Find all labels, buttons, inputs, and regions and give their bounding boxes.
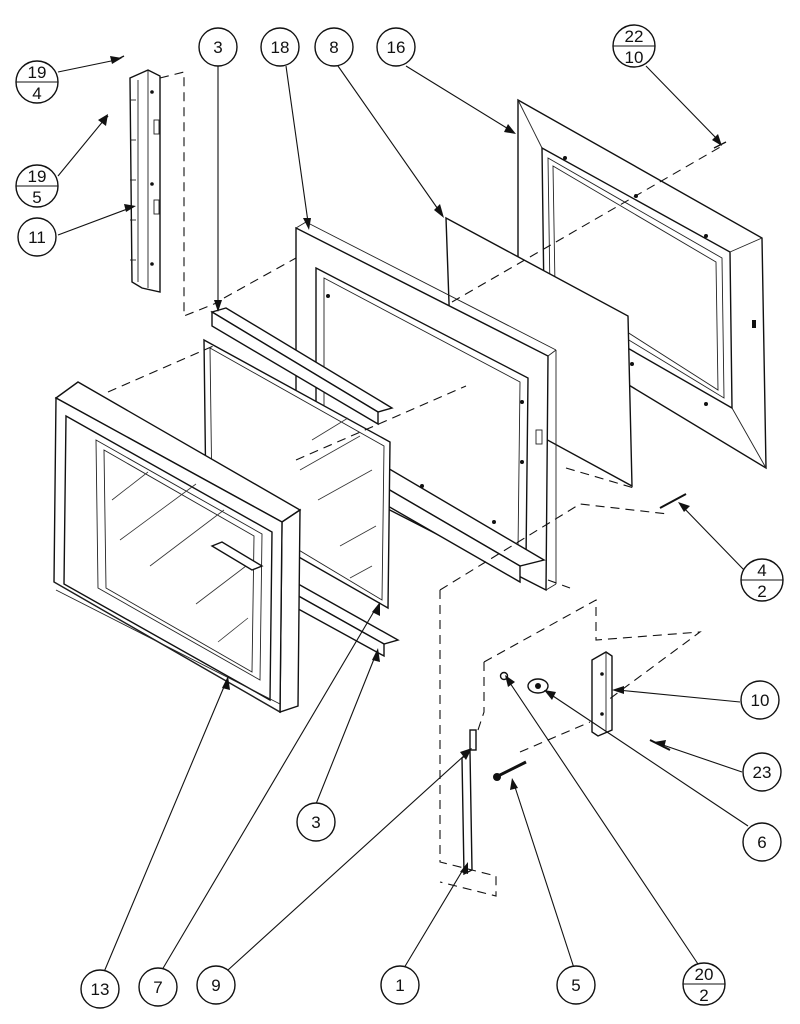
part-3-upper-spacer xyxy=(210,307,394,426)
callout-22-10: 22 10 xyxy=(612,24,656,68)
callout-20-2: 20 2 xyxy=(682,962,726,1006)
callout-7-label: 7 xyxy=(153,978,162,997)
part-13-front-frame xyxy=(53,381,302,714)
callout-16: 16 xyxy=(376,27,416,67)
callout-19-4-num: 19 xyxy=(28,63,47,82)
callout-4-2: 4 2 xyxy=(740,558,784,602)
callout-20-2-den: 2 xyxy=(699,986,708,1005)
callout-3-top-label: 3 xyxy=(213,38,222,57)
callout-19-5-den: 5 xyxy=(32,188,41,207)
callout-6: 6 xyxy=(742,822,782,862)
part-6-latch-pivot xyxy=(527,678,549,694)
callout-3-bottom: 3 xyxy=(296,802,336,842)
callout-16-label: 16 xyxy=(387,38,406,57)
callout-9: 9 xyxy=(196,965,236,1005)
callout-20-2-num: 20 xyxy=(695,965,714,984)
callout-1-label: 1 xyxy=(395,976,404,995)
part-7-glass xyxy=(203,338,391,610)
callout-22-10-num: 22 xyxy=(625,27,644,46)
callout-8: 8 xyxy=(314,27,354,67)
leader-lines xyxy=(57,56,749,973)
callout-19-4-den: 4 xyxy=(32,84,41,103)
callout-4-2-num: 4 xyxy=(757,561,766,580)
callout-19-5: 19 5 xyxy=(15,164,59,208)
part-16-outer-panel xyxy=(517,98,767,470)
callout-5: 5 xyxy=(556,965,596,1005)
callout-8-label: 8 xyxy=(329,38,338,57)
callout-19-4: 19 4 xyxy=(15,60,59,104)
callout-5-label: 5 xyxy=(571,976,580,995)
callout-19-5-num: 19 xyxy=(28,167,47,186)
callout-10: 10 xyxy=(740,680,780,720)
callout-13: 13 xyxy=(80,969,120,1009)
callout-4-2-den: 2 xyxy=(757,582,766,601)
part-10-latch-bracket xyxy=(591,651,613,737)
callout-6-label: 6 xyxy=(757,833,766,852)
callout-9-label: 9 xyxy=(211,976,220,995)
callout-23-label: 23 xyxy=(753,763,772,782)
callout-18-label: 18 xyxy=(271,38,290,57)
callout-11: 11 xyxy=(17,217,57,257)
assembly-dashed-lines xyxy=(107,71,723,897)
callout-3-bottom-label: 3 xyxy=(311,813,320,832)
part-5-spring xyxy=(493,760,527,781)
callout-11-label: 11 xyxy=(28,228,46,247)
callout-1: 1 xyxy=(380,965,420,1005)
callout-22-10-den: 10 xyxy=(625,48,644,67)
callout-18: 18 xyxy=(260,27,300,67)
callout-10-label: 10 xyxy=(751,691,770,710)
callout-3-top: 3 xyxy=(198,27,238,67)
part-11-hinge-bracket xyxy=(129,69,161,293)
callout-13-label: 13 xyxy=(91,980,110,999)
callout-23: 23 xyxy=(742,752,782,792)
callout-7: 7 xyxy=(138,967,178,1007)
